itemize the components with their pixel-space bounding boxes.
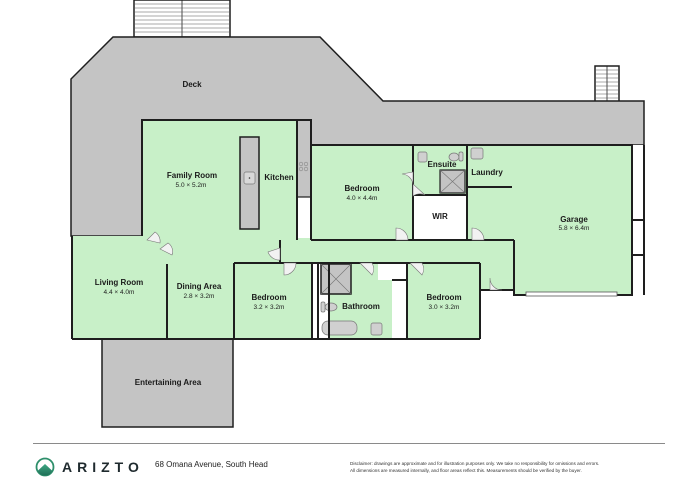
kitchen-island [239, 136, 260, 230]
bathroom-bath [321, 320, 358, 336]
room-label-family-room: Family Room [167, 171, 217, 180]
room-label-kitchen: Kitchen [264, 173, 293, 182]
room-label-bedroom-3: Bedroom [426, 293, 461, 302]
stairs-top [133, 0, 231, 38]
laundry-tub [470, 147, 484, 160]
room-dims-garage: 5.8 × 6.4m [559, 225, 590, 232]
room-dims-bedroom-master: 4.0 × 4.4m [347, 195, 378, 202]
wir-room [414, 195, 467, 240]
entertaining-area [101, 338, 234, 428]
room-label-bedroom-master: Bedroom [344, 184, 379, 193]
room-label-deck: Deck [182, 80, 202, 89]
stairs-right [594, 65, 620, 104]
doors [146, 171, 503, 291]
room-label-ensuite: Ensuite [428, 160, 457, 169]
ensuite-basin [417, 151, 428, 163]
disclaimer-line-2: All dimensions are measured internally, … [350, 467, 582, 473]
mountain-logo-icon [35, 457, 55, 477]
ensuite-shower [439, 169, 466, 194]
room-label-bathroom: Bathroom [342, 302, 380, 311]
bathroom-shower [320, 263, 352, 295]
room-label-garage: Garage [560, 215, 588, 224]
room-dims-dining-area: 2.8 × 3.2m [184, 293, 215, 300]
disclaimer: Disclaimer: drawings are approximate and… [350, 461, 680, 474]
room-label-dining-area: Dining Area [177, 282, 222, 291]
room-dims-bedroom-3: 3.0 × 3.2m [429, 304, 460, 311]
room-dims-living-room: 4.4 × 4.0m [104, 289, 135, 296]
floor-plan: Deck Family Room 5.0 × 5.2m Kitchen Bedr… [70, 0, 645, 428]
room-label-living-room: Living Room [95, 278, 143, 287]
room-dims-bedroom-2: 3.2 × 3.2m [254, 304, 285, 311]
kitchen-bench [296, 119, 312, 198]
room-label-wir: WIR [432, 212, 448, 221]
room-label-entertaining-area: Entertaining Area [135, 378, 202, 387]
ensuite-toilet [448, 151, 464, 162]
brand-logo: ARIZTO [35, 457, 144, 477]
disclaimer-line-1: Disclaimer: drawings are approximate and… [350, 461, 600, 466]
brand-name: ARIZTO [62, 459, 144, 475]
room-label-bedroom-2: Bedroom [251, 293, 286, 302]
bathroom-basin [370, 322, 383, 336]
footer-divider [33, 443, 665, 444]
interior-floor [72, 120, 632, 338]
room-label-laundry: Laundry [471, 168, 503, 177]
room-dims-family-room: 5.0 × 5.2m [176, 182, 207, 189]
garage-door [525, 291, 618, 297]
property-address: 68 Omana Avenue, South Head [155, 460, 268, 469]
